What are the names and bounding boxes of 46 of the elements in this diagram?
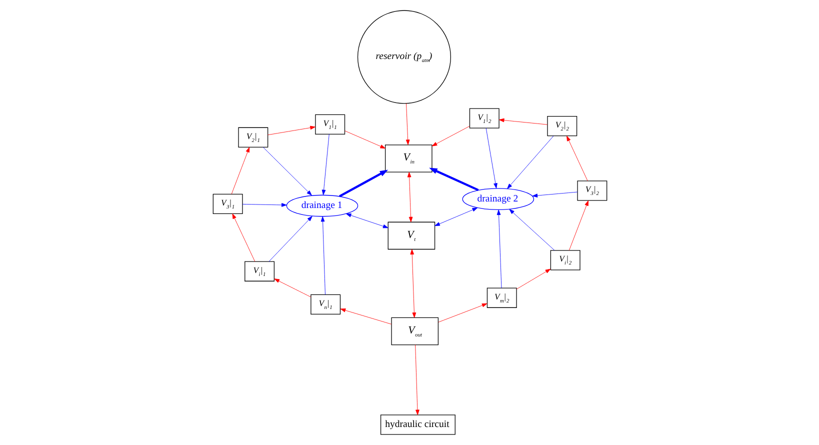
- arrow: [242, 203, 286, 207]
- arrow: [262, 146, 312, 196]
- arrow: [431, 126, 470, 146]
- arrow: [496, 210, 502, 288]
- arrow: [320, 216, 325, 295]
- arrow: [428, 168, 478, 192]
- arrow: [516, 268, 550, 290]
- arrow: [532, 192, 578, 198]
- arrow: [268, 216, 312, 262]
- node-box: V$_{m}$|$_{2}$: [486, 288, 516, 308]
- arrow: [568, 200, 588, 251]
- arrow: [414, 344, 419, 416]
- node-box: V$_{3}$|$_{2}$: [576, 180, 607, 201]
- node-box: V$_{i}$|$_{2}$: [550, 250, 580, 270]
- node-ellipse: drainage 2: [462, 188, 534, 210]
- arrow: [410, 249, 416, 318]
- arrow: [438, 303, 487, 322]
- node-box: hydraulic circuit: [380, 414, 455, 435]
- node-box: V$_{t}$: [387, 222, 435, 250]
- node-box: V$_{3}$|$_{1}$: [212, 194, 242, 214]
- arrow: [405, 103, 410, 145]
- node-box: V$_{2}$|$_{1}$: [238, 127, 268, 148]
- node-box: V$_{1}$|$_{1}$: [314, 114, 345, 134]
- node-circle: reservoir (p$_{atm}$): [356, 10, 450, 104]
- arrow: [506, 136, 554, 189]
- arrow: [345, 213, 388, 228]
- node-box: V$_{n}$|$_{1}$: [310, 294, 340, 315]
- arrow: [508, 209, 554, 251]
- arrow: [485, 128, 497, 189]
- node-box: V$_{in}$: [384, 144, 432, 172]
- arrow: [406, 172, 412, 222]
- arrow: [232, 214, 255, 262]
- arrow: [321, 134, 329, 196]
- arrow: [344, 130, 386, 149]
- node-box: V$_{i}$|$_{1}$: [244, 261, 274, 282]
- node-box: V$_{2}$|$_{2}$: [546, 116, 577, 136]
- arrow: [434, 208, 478, 226]
- arrow: [274, 278, 311, 298]
- arrow: [498, 118, 548, 125]
- node-box: V$_{out}$: [390, 317, 438, 346]
- arrow: [267, 126, 315, 136]
- arrow: [230, 147, 250, 194]
- arrow: [338, 170, 388, 198]
- arrow: [566, 136, 588, 182]
- arrow: [340, 308, 392, 324]
- node-box: V$_{1}$|$_{2}$: [468, 108, 499, 128]
